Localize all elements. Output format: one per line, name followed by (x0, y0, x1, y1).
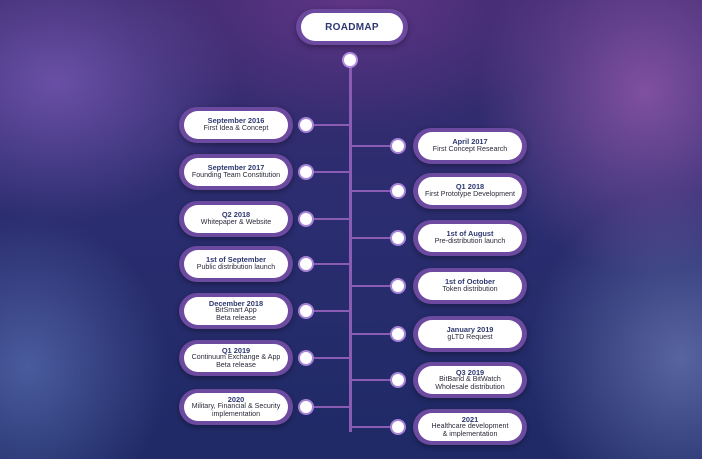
left-connector (312, 124, 350, 126)
timeline-start-node (344, 54, 356, 66)
milestone-description: & implementation (442, 429, 498, 438)
left-connector (312, 171, 350, 173)
milestone-date: 1st of August (446, 229, 494, 239)
right-milestone-node (392, 140, 404, 152)
milestone-date: September 2016 (207, 116, 265, 126)
right-connector (351, 190, 392, 192)
right-connector (351, 333, 392, 335)
milestone-date: Q1 2018 (455, 182, 485, 192)
left-milestone-node (300, 352, 312, 364)
right-milestone-node (392, 280, 404, 292)
milestone-date: April 2017 (452, 137, 488, 147)
milestone-date: 2020 (227, 394, 245, 404)
milestone-description: First Concept Research (432, 145, 508, 154)
left-milestone-node (300, 401, 312, 413)
milestone-description: Military, Financial & Security (191, 402, 281, 411)
right-connector (351, 237, 392, 239)
milestone-description: Public distribution launch (196, 263, 276, 272)
roadmap-title-badge: ROADMAP (296, 9, 408, 45)
milestone-description: Pre-distribution launch (434, 237, 506, 246)
milestone-description: First Idea & Concept (203, 124, 269, 133)
milestone-date: 1st of September (206, 255, 266, 265)
right-milestone-node (392, 421, 404, 433)
right-connector (351, 285, 392, 287)
milestone-description: BitSmart App (215, 306, 257, 315)
milestone-date: Q1 2019 (221, 345, 251, 355)
milestone-description: Continuum Exchange & App (191, 353, 281, 362)
milestone-description: implementation (211, 409, 261, 418)
milestone-description: Beta release (216, 360, 256, 369)
left-milestone-node (300, 213, 312, 225)
left-connector (312, 357, 350, 359)
timeline-spine (349, 60, 352, 432)
milestone-description: Wholesale distribution (435, 382, 505, 391)
milestone-description: BitBand & BitWatch (439, 375, 501, 384)
milestone-description: Beta release (216, 313, 256, 322)
milestone-description: First Prototype Development (425, 190, 515, 199)
milestone-date: January 2019 (446, 325, 494, 335)
milestone-date: Q3 2019 (455, 367, 485, 377)
right-milestone-node (392, 185, 404, 197)
milestone-date: 1st of October (444, 277, 496, 287)
left-connector (312, 310, 350, 312)
milestone-description: Healthcare development (431, 422, 509, 431)
left-milestone-node (300, 119, 312, 131)
right-connector (351, 426, 392, 428)
milestone-date: Q2 2018 (221, 210, 251, 220)
left-connector (312, 218, 350, 220)
right-milestone-node (392, 328, 404, 340)
right-milestone-node (392, 232, 404, 244)
milestone-description: gLTD Request (447, 333, 493, 342)
left-milestone-node (300, 305, 312, 317)
left-connector (312, 263, 350, 265)
milestone-date: 2021 (461, 414, 479, 424)
right-milestone-node (392, 374, 404, 386)
left-connector (312, 406, 350, 408)
milestone-description: Token distribution (442, 285, 498, 294)
milestone-description: Founding Team Constitution (191, 171, 281, 180)
milestone-date: December 2018 (208, 298, 264, 308)
right-connector (351, 379, 392, 381)
right-connector (351, 145, 392, 147)
left-milestone-node (300, 166, 312, 178)
left-milestone-node (300, 258, 312, 270)
milestone-date: September 2017 (207, 163, 265, 173)
page-title: ROADMAP (301, 13, 403, 41)
milestone-description: Whitepaper & Website (200, 218, 272, 227)
